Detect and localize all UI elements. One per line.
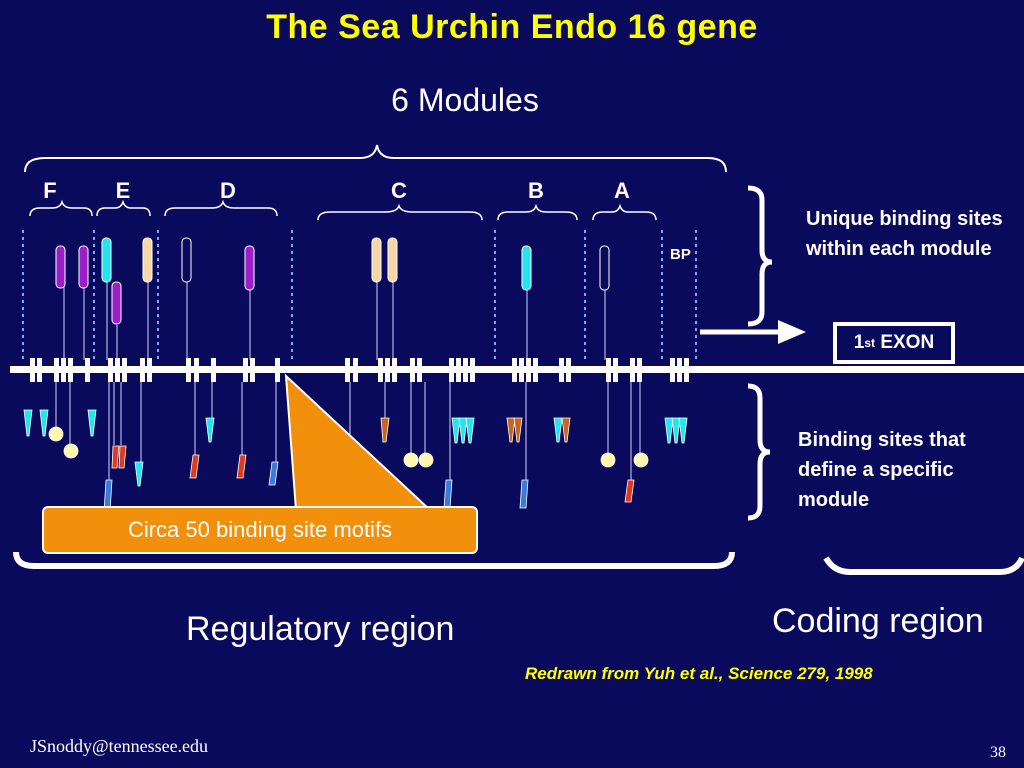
module-label-d: D <box>220 178 236 203</box>
page-number: 38 <box>990 744 1006 761</box>
exon-ordinal: 1 <box>853 332 865 353</box>
modules-brace <box>24 144 727 173</box>
upper-factors <box>55 237 610 325</box>
motif-callout-pointer <box>284 373 433 511</box>
module-label-a: A <box>614 178 630 203</box>
exon-label: EXON <box>880 332 935 353</box>
coding-brace <box>823 556 1024 575</box>
module-separators <box>22 230 697 360</box>
modules-heading: 6 Modules <box>391 82 539 118</box>
unique-sites-note: Unique binding sites within each module <box>806 208 1003 260</box>
module-label-b: B <box>528 178 544 203</box>
author-email: JSnoddy@tennessee.edu <box>30 736 209 756</box>
specific-sites-note: Binding sites that define a specific mod… <box>798 429 966 511</box>
module-label-e: E <box>115 178 131 203</box>
unique-sites-brace <box>747 185 773 327</box>
regulatory-region-label: Regulatory region <box>186 610 455 648</box>
module-label-f: F <box>43 178 57 203</box>
coding-region-label: Coding region <box>772 602 984 640</box>
source-citation: Redrawn from Yuh et al., Science 279, 19… <box>525 664 873 683</box>
upper-factor-lines <box>63 280 606 360</box>
specific-sites-brace <box>747 383 771 521</box>
regulatory-brace <box>13 551 735 569</box>
module-braces <box>29 199 657 221</box>
module-label-c: C <box>391 178 407 203</box>
exon-arrow <box>700 320 806 344</box>
bp-label: BP <box>670 246 691 263</box>
binding-site-blocks <box>30 358 689 382</box>
lower-factor-lines <box>55 382 641 480</box>
exon-ordinal-suffix: st <box>864 336 876 350</box>
motif-callout: Circa 50 binding site motifs <box>42 506 478 554</box>
slide-title: The Sea Urchin Endo 16 gene <box>266 8 758 46</box>
